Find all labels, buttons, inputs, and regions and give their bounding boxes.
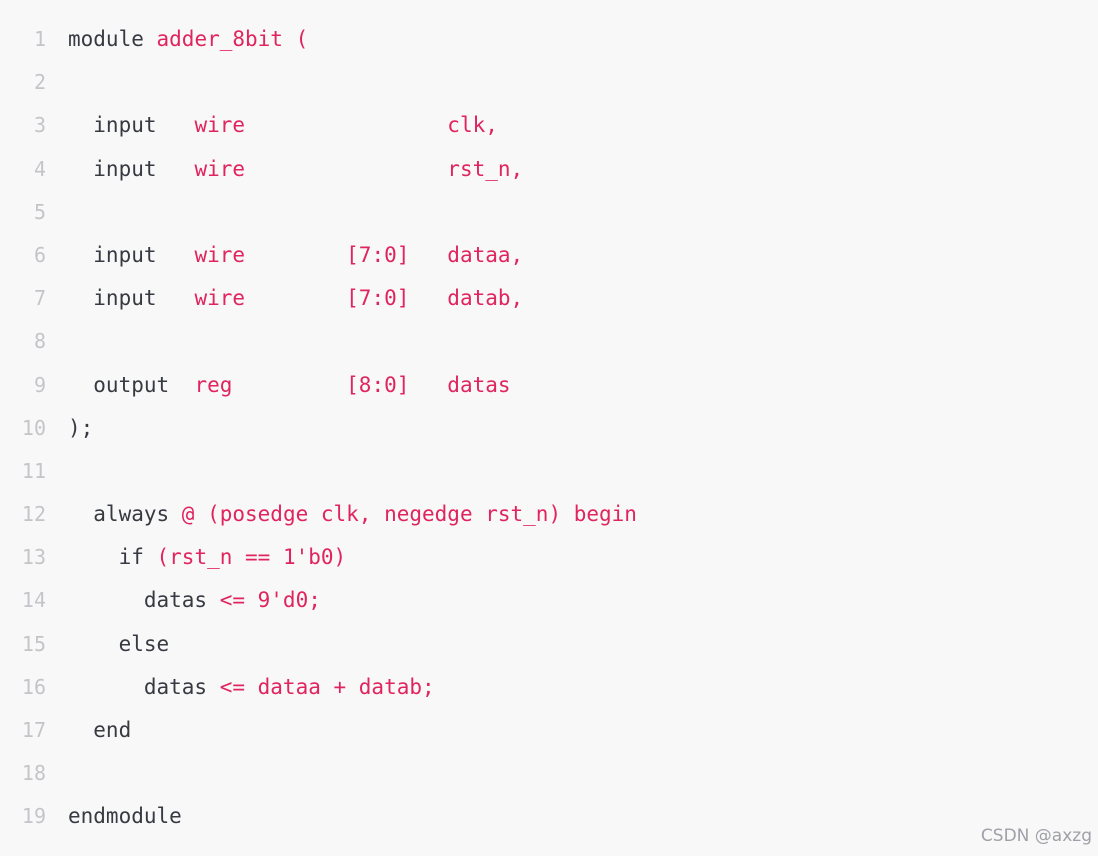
code-token: endmodule: [68, 804, 182, 829]
code-token: input: [68, 286, 195, 311]
line-content: output reg [8:0] datas: [68, 364, 511, 407]
code-line: 17 end: [0, 709, 1098, 752]
code-token: output: [68, 372, 195, 397]
code-line: 4 input wire rst_n,: [0, 148, 1098, 191]
code-token: module: [68, 27, 157, 51]
code-line: 10);: [0, 407, 1098, 450]
line-number: 7: [33, 286, 46, 311]
code-token: wire [7:0] dataa,: [194, 242, 524, 267]
line-number: 8: [33, 329, 46, 354]
code-token: always: [68, 502, 182, 527]
line-content: input wire rst_n,: [68, 148, 523, 191]
code-line: 7 input wire [7:0] datab,: [0, 277, 1098, 320]
code-token: end: [68, 718, 132, 742]
code-token: wire rst_n,: [194, 156, 524, 181]
line-number: 5: [33, 199, 46, 224]
line-number: 3: [33, 113, 46, 138]
code-line: 16 datas <= dataa + datab;: [0, 666, 1098, 709]
line-number: 1: [33, 27, 46, 51]
code-line: 18: [0, 752, 1098, 795]
code-line: 5: [0, 191, 1098, 234]
watermark: CSDN @axzg: [980, 826, 1092, 846]
line-content: datas <= 9'd0;: [68, 579, 321, 622]
line-number: 16: [21, 674, 46, 699]
line-number: 19: [21, 804, 46, 829]
code-line: 19 endmodule: [0, 795, 1098, 838]
line-number: 6: [33, 242, 46, 267]
line-number: 9: [33, 372, 46, 397]
code-line: 11: [0, 450, 1098, 493]
code-token: input: [68, 156, 195, 181]
line-number: 11: [21, 458, 46, 483]
code-token: wire [7:0] datab,: [194, 286, 524, 311]
code-line: 14 datas <= 9'd0;: [0, 579, 1098, 622]
line-content: else: [68, 623, 170, 666]
line-content: module adder_8bit (: [68, 18, 308, 61]
code-line: 8: [0, 320, 1098, 363]
line-number: 2: [33, 70, 46, 95]
line-number: 15: [21, 631, 46, 656]
line-number: 17: [21, 718, 46, 742]
line-content: if (rst_n == 1'b0): [68, 536, 347, 579]
code-token: );: [68, 415, 94, 440]
line-number: 4: [33, 156, 46, 181]
code-line: 9 output reg [8:0] datas: [0, 364, 1098, 407]
code-token: if: [68, 545, 157, 570]
line-content: input wire clk,: [68, 104, 498, 147]
code-token: @ (posedge clk, negedge rst_n) begin: [181, 502, 637, 527]
line-content: datas <= dataa + datab;: [68, 666, 435, 709]
code-token: input: [68, 113, 195, 138]
code-token: datas: [68, 674, 220, 699]
code-line: 6 input wire [7:0] dataa,: [0, 234, 1098, 277]
code-token: (rst_n == 1'b0): [156, 545, 347, 570]
line-number: 18: [21, 761, 46, 786]
code-token: <= 9'd0;: [219, 588, 321, 613]
line-number: 13: [21, 545, 46, 570]
line-content: );: [68, 407, 93, 450]
code-token: adder_8bit (: [156, 27, 309, 51]
code-line: 12 always @ (posedge clk, negedge rst_n)…: [0, 493, 1098, 536]
line-content: input wire [7:0] datab,: [68, 277, 523, 320]
code-line: 15 else: [0, 623, 1098, 666]
code-token: else: [68, 631, 170, 656]
code-line: 3 input wire clk,: [0, 104, 1098, 147]
code-token: datas: [68, 588, 220, 613]
line-content: input wire [7:0] dataa,: [68, 234, 523, 277]
line-number: 10: [21, 415, 46, 440]
line-content: endmodule: [68, 795, 182, 838]
code-line: 13 if (rst_n == 1'b0): [0, 536, 1098, 579]
code-line: 1 module adder_8bit (: [0, 18, 1098, 61]
code-token: <= dataa + datab;: [219, 674, 435, 699]
code-line: 2: [0, 61, 1098, 104]
code-token: input: [68, 242, 195, 267]
line-number: 14: [21, 588, 46, 613]
line-content: always @ (posedge clk, negedge rst_n) be…: [68, 493, 637, 536]
code-token: wire clk,: [194, 113, 498, 138]
line-content: end: [68, 709, 131, 752]
code-token: reg [8:0] datas: [194, 372, 511, 397]
line-number: 12: [21, 502, 46, 527]
